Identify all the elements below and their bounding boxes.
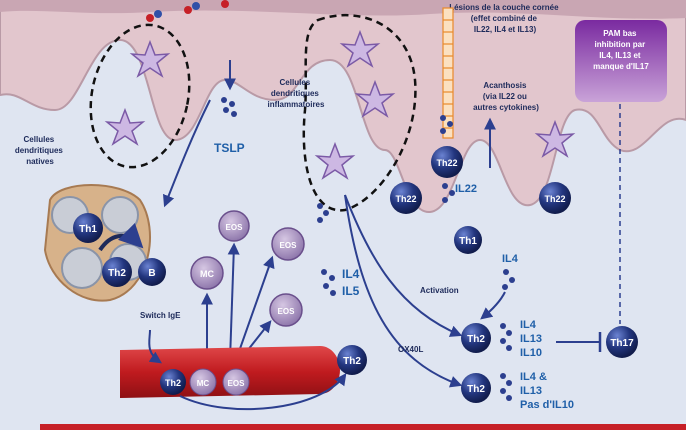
tslp-label: TSLP [214,141,245,155]
th17-cell: Th17 [606,326,638,358]
cell-b: B [138,258,166,286]
th2-ox40l-cytokines: IL4 & IL13 Pas d'IL10 [520,371,574,411]
svg-text:Th2: Th2 [467,334,485,345]
il4-top-label: IL4 [502,253,519,265]
il22-dots [440,115,455,203]
th2-activated-cytokines: IL4 IL13 IL10 [520,319,545,359]
inflammatory-cells-outline [302,13,417,212]
cellules-inflammatoires-label: Cellules dendritiques inflammatoires [268,78,325,109]
svg-text:Th22: Th22 [544,194,565,204]
svg-text:Th22: Th22 [436,158,457,168]
il4-il5-label: IL4 IL5 [342,267,363,298]
dendritic-cell-inflam-2 [354,79,396,118]
svg-text:Th1: Th1 [459,236,477,247]
ox40l-label: OX40L [398,345,423,354]
th2-to-b-arrow [98,222,144,252]
dendritic-cell-native-top [129,39,171,78]
svg-text:Th22: Th22 [395,194,416,204]
th2-ox40l-dots [500,373,512,401]
bottom-bar [40,424,686,430]
dc-ox40l-arrow [344,194,463,388]
th22-left: Th22 [390,182,422,214]
svg-text:Th2: Th2 [165,378,181,388]
cell-th1-node: Th1 [73,213,103,243]
svg-text:MC: MC [197,379,210,388]
mast-cell: MC [190,256,224,290]
vessel-eos: EOS [222,368,250,396]
switch-ige-label: Switch IgE [140,311,181,320]
svg-text:EOS: EOS [226,223,244,232]
pam-label: PAM bas inhibition par IL4, IL13 et manq… [593,29,649,71]
th2-activated-dots [500,323,512,351]
native-cells-outline [89,23,191,169]
th2-ox40l: Th2 [461,373,491,403]
lesions-label: Lésions de la couche cornée (effet combi… [449,3,561,34]
svg-text:Th2: Th2 [467,384,485,395]
inflam-dc-dots [317,203,329,223]
svg-text:Th2: Th2 [343,356,361,367]
svg-text:B: B [148,268,155,279]
cell-th2-node: Th2 [102,257,132,287]
cellules-natives-label: Cellules dendritiques natives [15,135,65,166]
dendritic-cell-inflam-1 [339,29,381,68]
vessel-mc: MC [189,368,217,396]
tslp-to-lymph-arrow [162,99,211,208]
svg-text:EOS: EOS [280,241,298,250]
epidermis-top-layer [0,0,686,19]
svg-text:Th1: Th1 [79,224,97,235]
eos-cell-2: EOS [271,227,305,261]
il4-il5-dots [321,269,336,296]
lymph-to-vessel-arrow [148,329,162,364]
th22-right: Th22 [539,182,571,214]
dendritic-cells [104,29,576,180]
corneal-ladder [442,7,454,139]
il4-top-dots [502,269,515,290]
activation-label: Activation [420,286,459,295]
acanthosis-label: Acanthosis (via IL22 ou autres cytokines… [473,81,539,112]
eos-cell-3: EOS [269,293,303,327]
il22-label: IL22 [455,183,477,195]
svg-text:EOS: EOS [278,307,296,316]
vessel-to-th2-arrow [179,373,347,411]
dendritic-cell-inflam-3 [314,141,356,180]
epidermis [0,0,686,214]
eos-cell-1: EOS [218,210,250,242]
tslp-dots [221,97,237,117]
allergen-molecules [146,0,229,22]
dc-activation-arrow [344,194,463,337]
dendritic-cell-right [534,119,576,158]
th1-tissue: Th1 [454,226,482,254]
th2-tissue: Th2 [337,345,367,375]
il4-feedback-arrow [480,291,506,320]
svg-text:EOS: EOS [228,379,246,388]
vessel-th2: Th2 [160,369,186,395]
svg-text:Th17: Th17 [610,338,634,349]
th22-center: Th22 [431,146,463,178]
pam-box [575,20,667,102]
th2-activated: Th2 [461,323,491,353]
svg-text:MC: MC [200,269,214,279]
dendritic-cell-native-bottom [104,107,146,146]
svg-text:Th2: Th2 [108,268,126,279]
